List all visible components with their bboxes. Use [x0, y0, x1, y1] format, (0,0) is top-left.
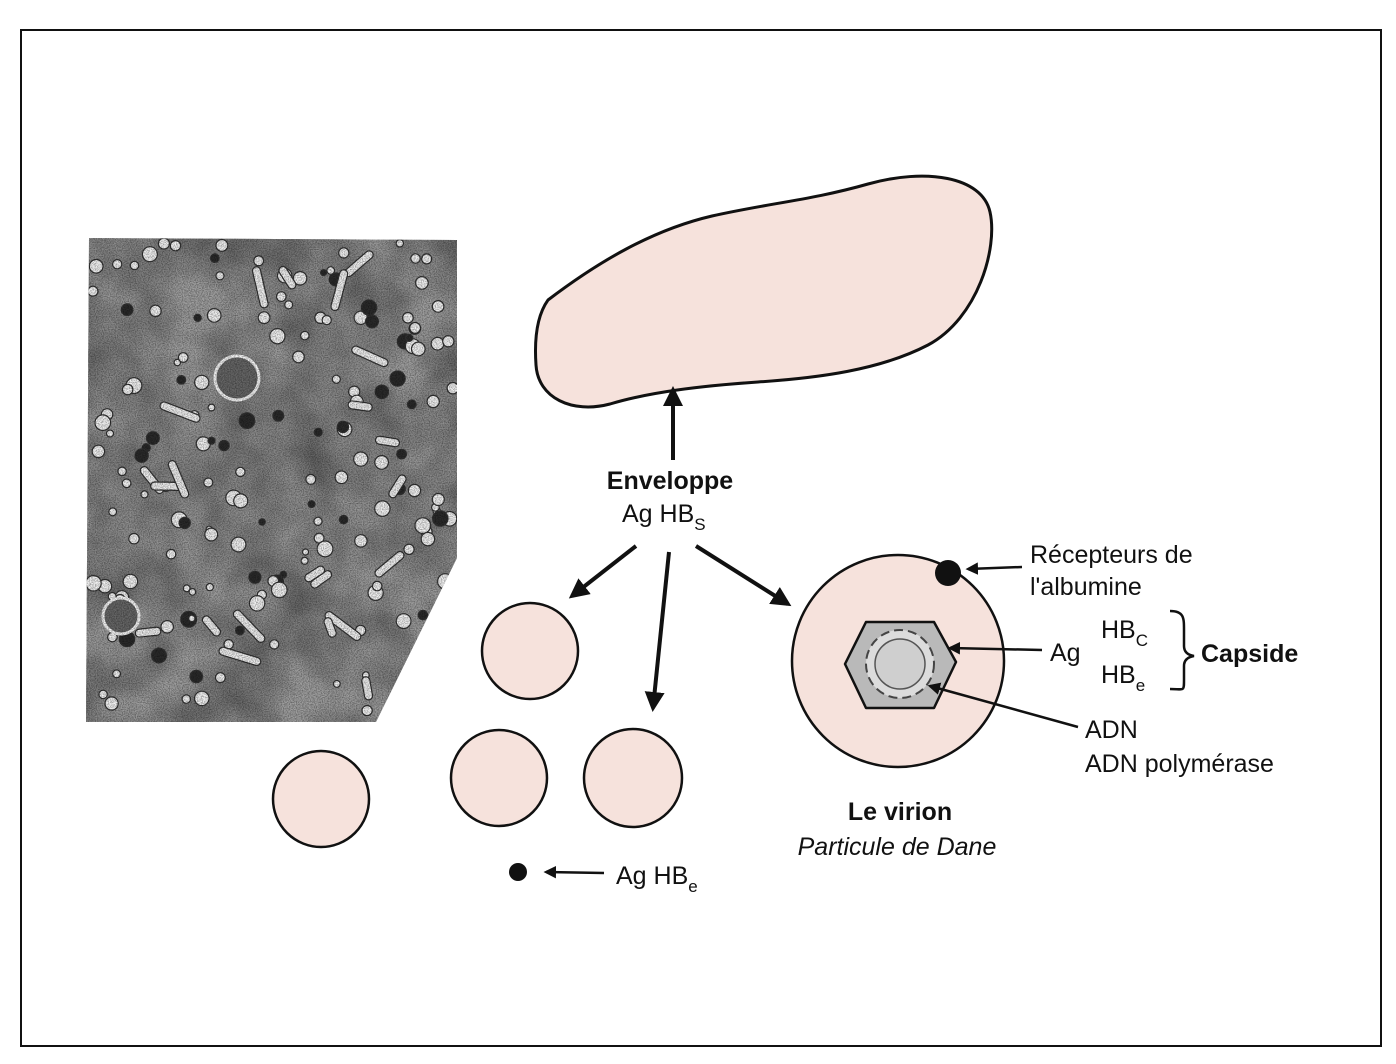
arrow-receptor: [965, 562, 1023, 575]
arrows: [543, 386, 1079, 879]
electron-micrograph-image: [86, 238, 457, 722]
capside-label: Capside: [1201, 640, 1298, 668]
arrow-capsid: [947, 641, 1043, 655]
virion-subtitle: Particule de Dane: [798, 833, 997, 861]
virion-title: Le virion: [848, 798, 952, 826]
albumin-receptor-dot: [935, 560, 961, 586]
capside-brace: [1169, 609, 1195, 691]
adn-label: ADN: [1085, 716, 1138, 744]
dna-core: [874, 638, 926, 690]
hbe-antigen-dot: [509, 863, 527, 881]
spherical-particle-1: [480, 601, 580, 701]
filamentous-envelope-particle: [534, 174, 994, 409]
hbe-label: HBe: [1101, 661, 1145, 695]
arrow-to-virion: [694, 544, 792, 607]
spherical-particle-3: [449, 728, 549, 828]
capsid-ag-label: Ag: [1050, 639, 1081, 667]
arrow-adn: [927, 682, 1079, 729]
arrow-hbe-dot: [543, 865, 605, 879]
enveloppe-title: Enveloppe: [607, 467, 734, 495]
adn-polymerase-label: ADN polymérase: [1085, 750, 1274, 778]
spherical-particle-4: [582, 727, 684, 829]
recepteurs-label-2: l'albumine: [1030, 573, 1142, 601]
enveloppe-antigen: Ag HBS: [622, 500, 706, 534]
recepteurs-label-1: Récepteurs de: [1030, 541, 1193, 569]
arrow-to-sphere: [568, 544, 638, 599]
hbe-antigen-label: Ag HBe: [616, 862, 698, 896]
spherical-particle-2: [271, 749, 371, 849]
arrow-down: [644, 551, 671, 712]
hbc-label: HBC: [1101, 616, 1148, 650]
